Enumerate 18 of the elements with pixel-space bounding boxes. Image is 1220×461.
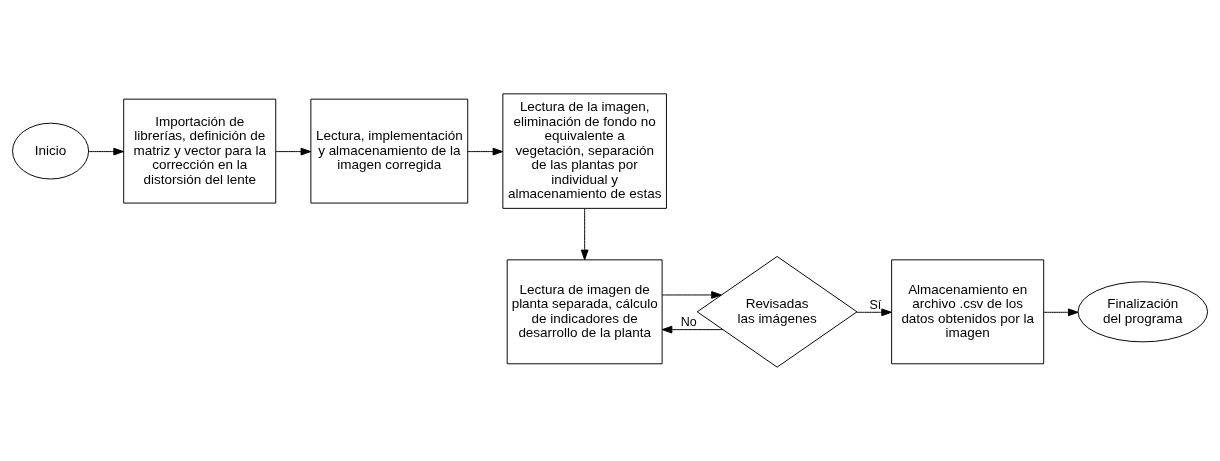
arrow <box>661 325 724 334</box>
node-box: Lectura de la imagen, eliminación de fondo no equivalente a vegetación, separación de las plantas por individual y almacenamiento de estas <box>502 93 667 209</box>
node-box: Lectura de imagen de planta separada, cálculo de indicadores de desarrollo de la planta <box>506 259 663 365</box>
arrow <box>580 208 589 261</box>
node-box: Lectura, implementación y almacenamiento de la imagen corregida <box>310 98 469 204</box>
edge-label: Sí <box>869 297 882 312</box>
arrow <box>275 147 312 156</box>
node-diamond: Revisadas las imágenes <box>696 256 858 368</box>
node-box: Importación de librerías, definición de matriz y vector para la corrección en la distorsión del lente <box>123 98 277 204</box>
node-ellipse: Inicio <box>12 122 90 180</box>
arrow <box>661 291 722 299</box>
arrow <box>467 147 504 156</box>
node-ellipse: Finalización del programa <box>1077 281 1209 343</box>
arrow <box>856 308 892 317</box>
arrow <box>88 147 124 156</box>
node-box: Almacenamiento en archivo .csv de los datos obtenidos por la imagen <box>891 259 1045 365</box>
edge-label: No <box>680 315 697 330</box>
arrow <box>1043 308 1079 317</box>
